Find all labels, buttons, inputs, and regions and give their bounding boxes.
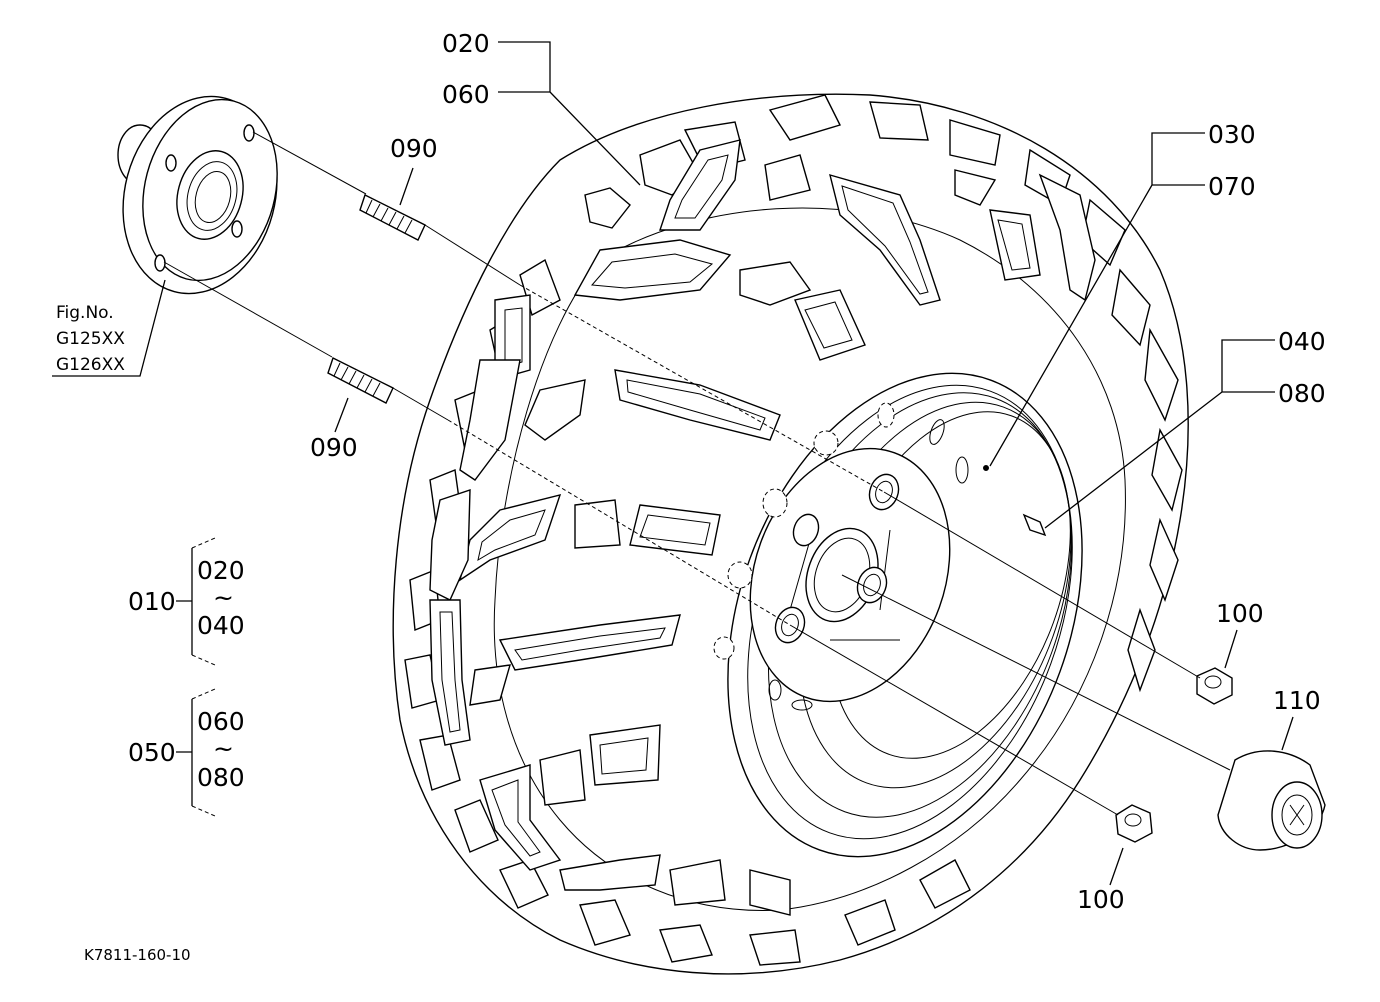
assembly-from: 060 xyxy=(197,707,245,736)
label-080: 080 xyxy=(1278,379,1326,408)
label-090-upper: 090 xyxy=(390,134,438,163)
drawing-id: K7811-160-10 xyxy=(84,946,191,964)
wheel-rim xyxy=(713,372,1083,858)
assembly-group-050: 050 060 ~ 080 xyxy=(128,688,245,817)
assembly-code: 050 xyxy=(128,738,176,767)
wheel-hub xyxy=(117,95,278,295)
label-040: 040 xyxy=(1278,327,1326,356)
stud-bolt-lower xyxy=(327,357,394,404)
label-020: 020 xyxy=(442,29,490,58)
label-100-right: 100 xyxy=(1216,599,1264,628)
label-110: 110 xyxy=(1273,686,1321,715)
label-070: 070 xyxy=(1208,172,1256,201)
label-030: 030 xyxy=(1208,120,1256,149)
leader-lines xyxy=(52,41,1294,886)
assembly-to: 080 xyxy=(197,763,245,792)
label-090-lower: 090 xyxy=(310,433,358,462)
assembly-from: 020 xyxy=(197,556,245,585)
assembly-tilde: ~ xyxy=(213,734,234,763)
lug-nut-bottom xyxy=(1115,804,1153,843)
fig-ref-line3: G126XX xyxy=(56,355,125,375)
figure-reference: Fig.No. G125XX G126XX xyxy=(56,303,125,375)
fig-ref-line1: Fig.No. xyxy=(56,303,114,323)
hub-cap xyxy=(1217,750,1326,851)
tire xyxy=(392,93,1189,975)
assembly-tilde: ~ xyxy=(213,583,234,612)
label-100-bottom: 100 xyxy=(1077,885,1125,914)
lug-nut-right xyxy=(1196,667,1233,705)
assembly-group-010: 010 020 ~ 040 xyxy=(128,537,245,666)
stud-bolt-upper xyxy=(359,194,426,241)
assembly-code: 010 xyxy=(128,587,176,616)
fig-ref-line2: G125XX xyxy=(56,329,125,349)
assembly-to: 040 xyxy=(197,611,245,640)
part-labels: 020 060 030 070 040 080 090 090 100 100 … xyxy=(310,29,1326,914)
label-060: 060 xyxy=(442,80,490,109)
